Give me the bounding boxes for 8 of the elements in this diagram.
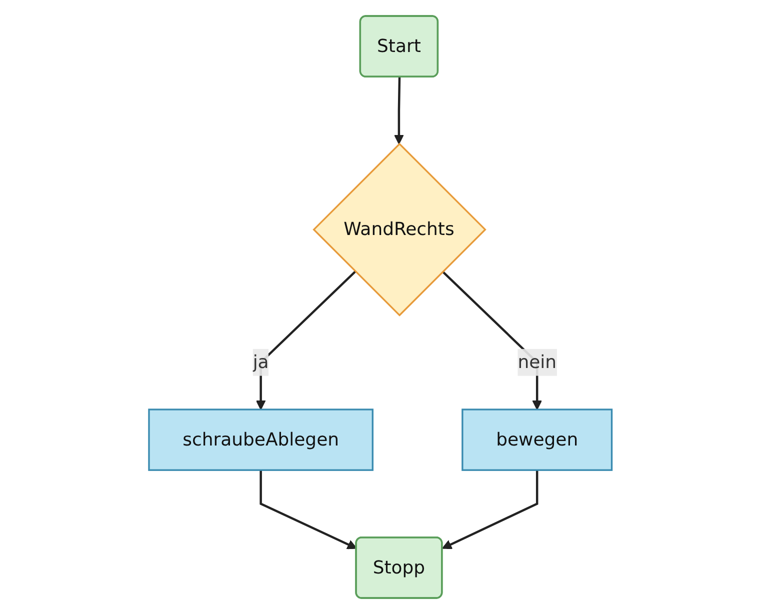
edge-label: ja: [252, 351, 268, 372]
edge-label: nein: [517, 351, 556, 372]
arrow: [442, 470, 538, 550]
node-box: schraubeAblegen: [148, 408, 374, 471]
arrow: [394, 77, 404, 144]
node-box: bewegen: [461, 408, 612, 471]
node-diamond: WandRechts: [312, 142, 486, 316]
arrow: [259, 470, 357, 550]
